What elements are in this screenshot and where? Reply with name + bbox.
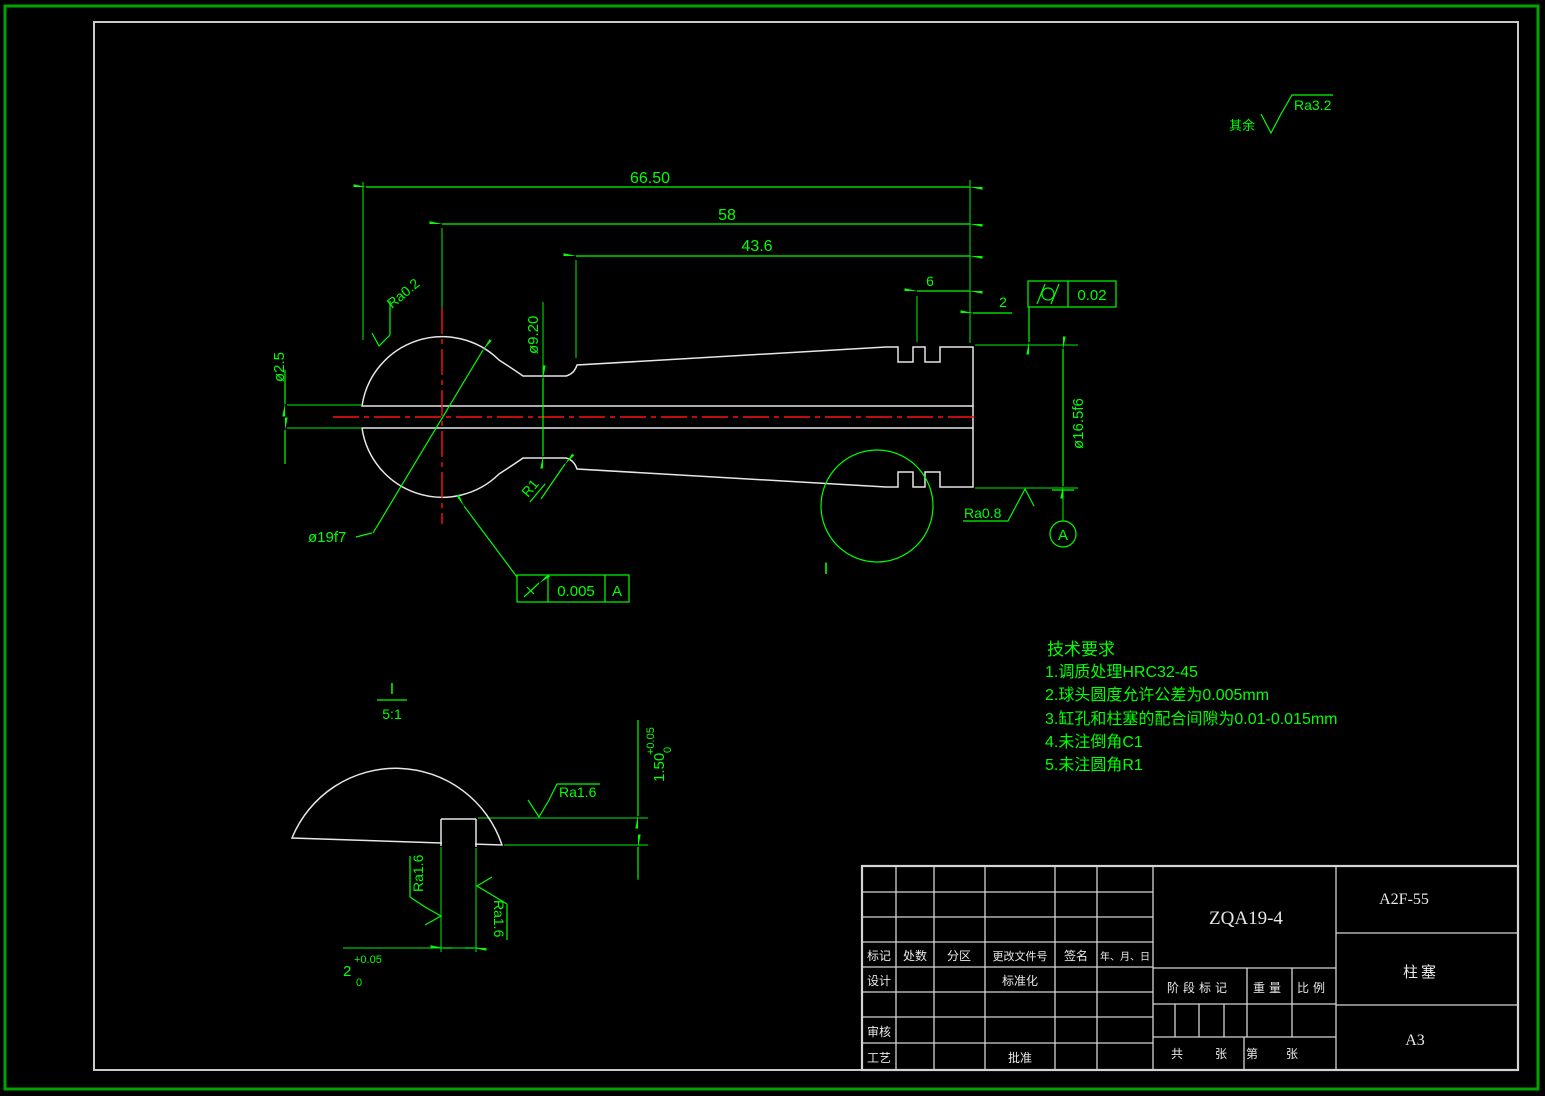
tb-role-approve: 批准 <box>1008 1050 1032 1065</box>
tb-sheet-label: 张 <box>1215 1047 1227 1061</box>
drawing-frame <box>93 21 1519 1071</box>
dim-hole-diameter: ø2.5 <box>271 352 288 382</box>
general-roughness-value: Ra3.2 <box>1294 97 1332 113</box>
detail-scale: 5:1 <box>382 706 402 722</box>
datum-a-label: A <box>1058 527 1068 544</box>
roughness-ball: Ra0.2 <box>371 275 423 347</box>
svg-text:1.50: 1.50 <box>651 753 668 782</box>
sheet-border <box>3 4 1540 1091</box>
tb-role-check: 审核 <box>867 1024 891 1039</box>
detail-label: I <box>390 681 394 698</box>
tb-part-name: 柱塞 <box>1403 963 1439 981</box>
svg-text:Ra0.2: Ra0.2 <box>384 275 423 311</box>
tb-paper-size: A3 <box>1405 1032 1425 1049</box>
cylindricity-value: 0.02 <box>1077 287 1106 304</box>
cylindricity-icon <box>1036 283 1060 305</box>
tb-stage-label: 阶段标记 <box>1167 980 1231 995</box>
tb-part-number: ZQA19-4 <box>1209 908 1283 929</box>
dim-neck-radius: R1 <box>518 476 546 503</box>
detail-depth-dim: 1.50 +0.05 0 <box>645 727 674 782</box>
tb-total-label: 共 <box>1171 1047 1183 1061</box>
tb-col-sign: 签名 <box>1064 948 1088 963</box>
runout-icon <box>523 583 539 598</box>
tb-sheet2-label: 张 <box>1286 1047 1298 1061</box>
roughness-groove-left: Ra1.6 <box>409 854 443 926</box>
svg-text:2: 2 <box>343 963 351 980</box>
dim-length-58: 58 <box>718 207 736 224</box>
detail-groove-cut <box>442 819 475 845</box>
detail-dome-section <box>290 767 504 846</box>
dim-total-length: 66.50 <box>630 170 670 187</box>
datum-a: A <box>1049 489 1077 548</box>
roughness-groove-right: Ra1.6 <box>475 876 508 940</box>
tb-col-date: 年、月、日 <box>1100 950 1150 963</box>
svg-text:Ra0.8: Ra0.8 <box>964 505 1002 521</box>
roughness-icon <box>1260 94 1333 135</box>
tb-role-process: 工艺 <box>867 1051 891 1065</box>
tech-req-item-3: 3.缸孔和柱塞的配合间隙为0.01-0.015mm <box>1045 709 1338 728</box>
tech-req-item-2: 2.球头圆度允许公差为0.005mm <box>1045 686 1269 704</box>
tb-weight-label: 重量 <box>1253 981 1285 995</box>
gdt-runout-frame: 0.005 A <box>516 575 630 603</box>
tb-col-count: 处数 <box>903 948 927 963</box>
technical-requirements: 技术要求 1.调质处理HRC32-45 2.球头圆度允许公差为0.005mm 3… <box>1045 640 1338 774</box>
general-roughness-note: 其余 Ra3.2 <box>1229 94 1333 135</box>
tb-role-standard: 标准化 <box>1002 974 1038 988</box>
ball-leader-tail <box>355 532 373 538</box>
tb-scale-label: 比例 <box>1297 981 1329 995</box>
tech-req-item-4: 4.未注倒角C1 <box>1045 733 1143 751</box>
dim-ball-diameter: ø19f7 <box>308 529 346 546</box>
dim-groove-length: 2 <box>999 294 1007 310</box>
detail-groove-walls <box>440 818 477 847</box>
detail-view-groove: I 5:1 1.50 +0.05 0 2 +0.05 0 Ra1.6 <box>290 681 674 989</box>
title-block: 标记 处数 分区 更改文件号 签名 年、月、日 设计 标准化 审核 工艺 批准 … <box>860 864 1520 1072</box>
dim-body-diameter: ø16.5f6 <box>1070 398 1087 449</box>
svg-text:0: 0 <box>662 747 674 753</box>
dim-end-length: 6 <box>926 273 934 289</box>
tb-col-zone: 分区 <box>947 949 971 963</box>
tech-req-item-5: 5.未注圆角R1 <box>1045 756 1143 774</box>
svg-text:0: 0 <box>356 977 362 989</box>
svg-text:Ra1.6: Ra1.6 <box>410 854 426 892</box>
roughness-groove-top: Ra1.6 <box>527 783 600 819</box>
svg-text:Ra1.6: Ra1.6 <box>491 900 507 938</box>
tb-model: A2F-55 <box>1379 891 1429 908</box>
runout-value: 0.005 <box>557 583 595 600</box>
dim-neck-diameter: ø9.20 <box>525 316 542 354</box>
tb-col-docno: 更改文件号 <box>993 949 1048 963</box>
dimension-lines <box>285 187 1063 578</box>
roughness-body-end: Ra0.8 <box>963 487 1035 522</box>
tb-role-design: 设计 <box>867 974 891 988</box>
svg-text:Ra1.6: Ra1.6 <box>559 784 597 800</box>
dim-taper-length: 43.6 <box>741 238 772 255</box>
svg-text:+0.05: +0.05 <box>645 727 657 755</box>
main-view-plunger-section <box>333 308 978 524</box>
tech-req-item-1: 1.调质处理HRC32-45 <box>1045 663 1198 681</box>
svg-text:R1: R1 <box>518 476 542 500</box>
svg-text:+0.05: +0.05 <box>354 954 382 966</box>
runout-datum-ref: A <box>612 583 622 600</box>
detail-ref-circle <box>820 449 934 563</box>
detail-width-dim: 2 +0.05 0 <box>343 954 382 989</box>
general-roughness-prefix: 其余 <box>1229 118 1255 133</box>
detail-ref-label: I <box>824 559 829 578</box>
plunger-upper-section <box>361 336 974 407</box>
plunger-lower-section <box>361 427 974 498</box>
gdt-cylindricity-frame: 0.02 <box>1027 280 1117 308</box>
tech-req-title: 技术要求 <box>1047 640 1115 659</box>
tb-no-label: 第 <box>1246 1047 1258 1061</box>
tb-col-mark: 标记 <box>867 949 891 963</box>
